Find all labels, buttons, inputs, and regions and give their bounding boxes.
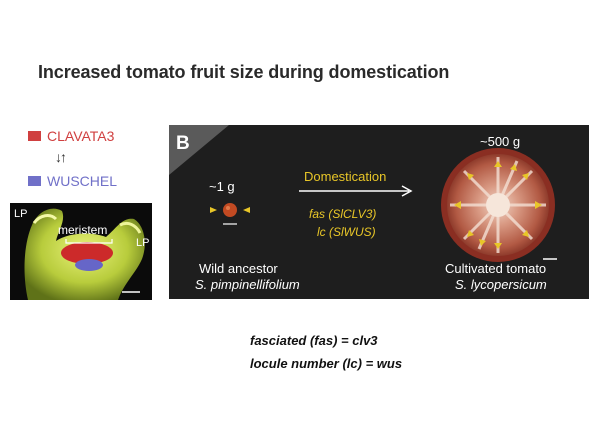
wild-tomato-icon [210, 203, 250, 225]
wild-weight: ~1 g [209, 179, 235, 194]
gene-fas: fas (SlCLV3) [309, 207, 377, 221]
cultivated-weight: ~500 g [480, 134, 521, 149]
figure-title: Increased tomato fruit size during domes… [38, 62, 449, 83]
clavata3-label: CLAVATA3 [47, 128, 115, 144]
equation-lc: locule number (lc) = wus [250, 356, 403, 371]
clavata3-zone [61, 242, 113, 264]
wild-species: S. pimpinellifolium [195, 277, 300, 292]
lp-right-label: LP [136, 237, 150, 249]
panel-b: B ~1 g Domestication fas (SlCLV3) lc (Sl… [169, 125, 589, 299]
meristem-micrograph: LP LP meristem [10, 203, 152, 300]
wild-name: Wild ancestor [199, 261, 278, 276]
wuschel-zone [75, 259, 103, 271]
legend-clavata3: CLAVATA3 [28, 128, 114, 144]
legend-wuschel: WUSCHEL [28, 173, 117, 189]
panel-corner [169, 125, 229, 175]
title-part-2: during domestication [268, 62, 450, 82]
domestication-label: Domestication [304, 169, 387, 184]
gene-lc: lc (SlWUS) [317, 225, 376, 239]
panel-letter: B [176, 133, 190, 154]
lp-left-label: LP [14, 208, 28, 220]
equation-fas: fasciated (fas) = clv3 [250, 333, 378, 348]
regulation-arrows: ↓↑ [55, 149, 67, 165]
title-part-1: Increased tomato fruit size [38, 62, 264, 82]
clavata3-swatch [28, 131, 41, 141]
wuschel-swatch [28, 176, 41, 186]
cultivated-tomato-slice [441, 148, 557, 262]
cultivated-name: Cultivated tomato [445, 261, 547, 276]
meristem-label: meristem [58, 223, 108, 237]
domestication-arrow [299, 185, 413, 197]
meristem-image [10, 203, 152, 300]
wuschel-label: WUSCHEL [47, 173, 118, 189]
cultivated-species: S. lycopersicum [455, 277, 547, 292]
